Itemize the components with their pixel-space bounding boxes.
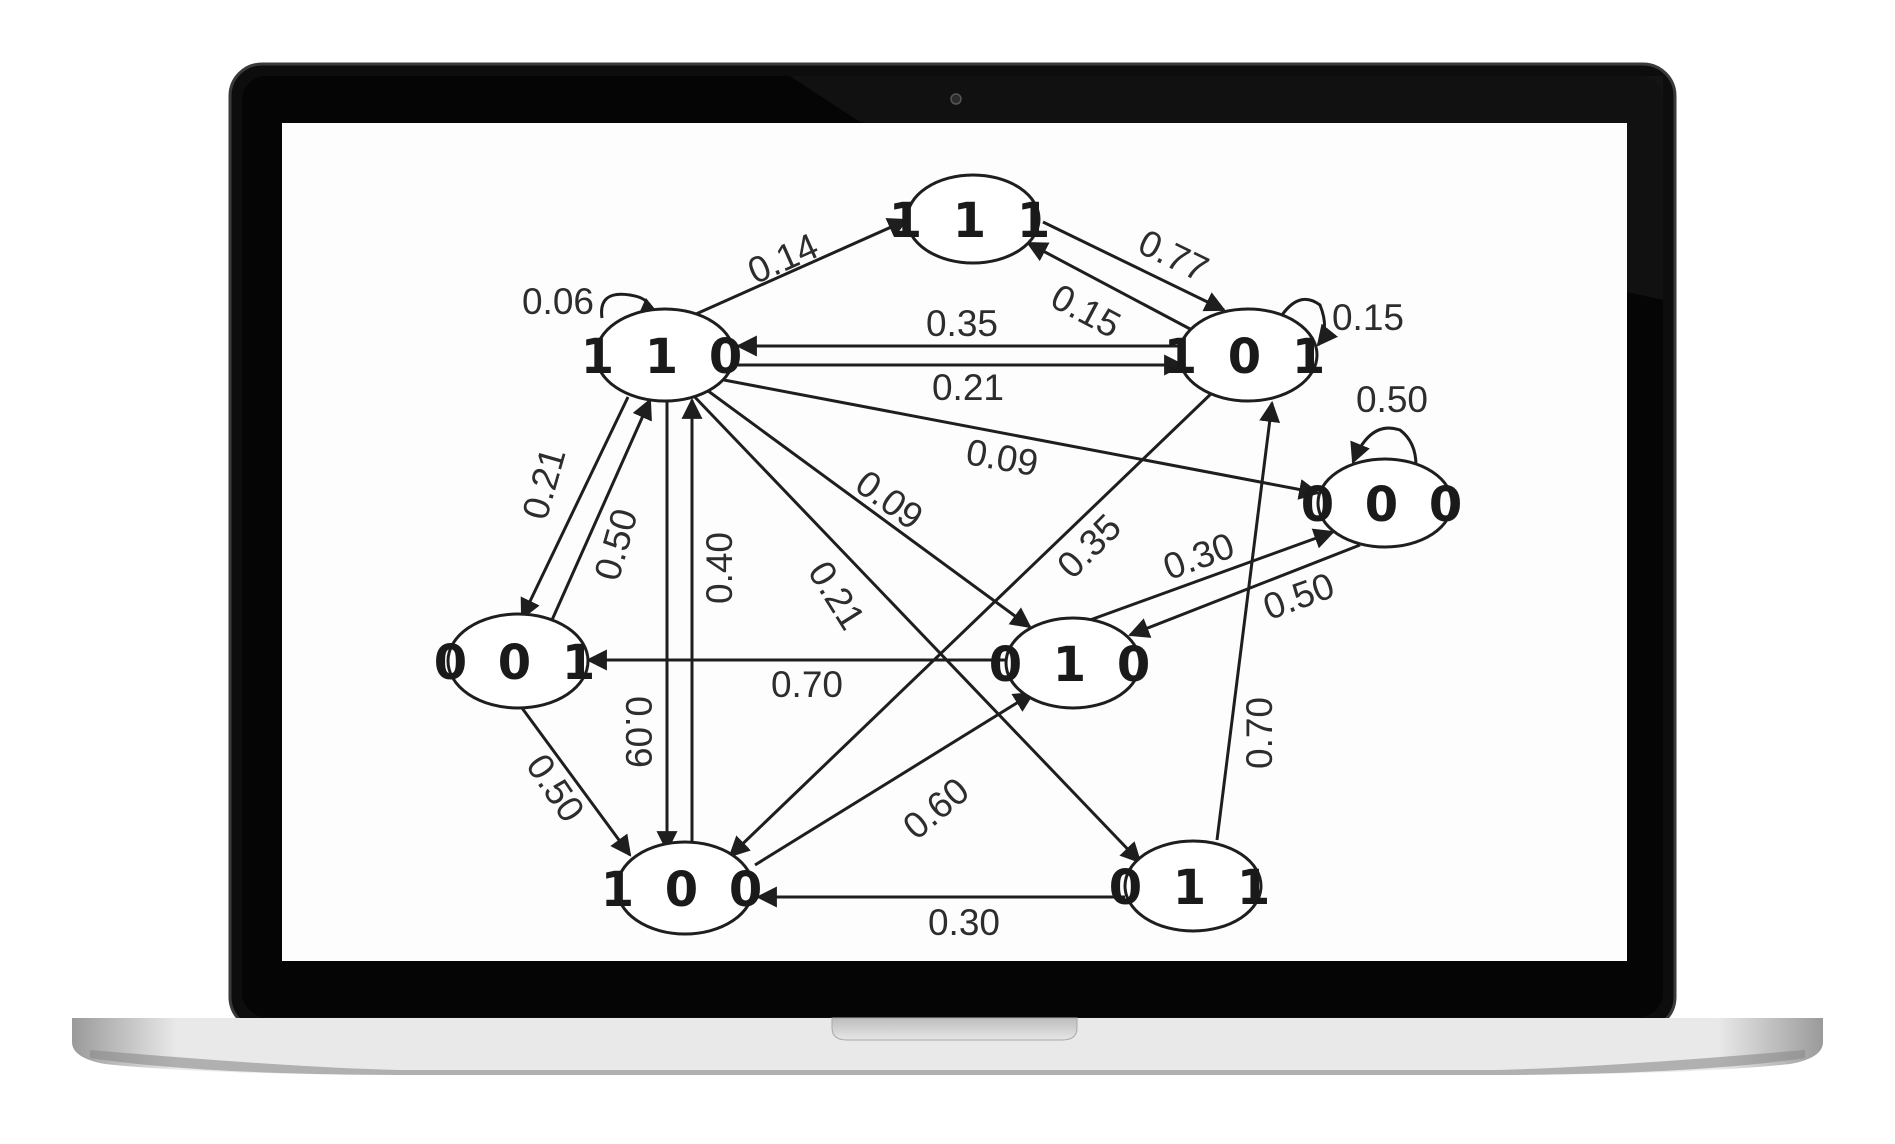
edge-101-to-111 [1026, 241, 1193, 332]
node-000: 0 0 0 [1301, 457, 1470, 549]
edge-label: 0.35 [926, 303, 998, 344]
edge-011-to-101 [1215, 400, 1281, 841]
edge-label: 0.30 [928, 902, 1000, 943]
node-100: 1 0 0 [601, 840, 770, 936]
edge-110-to-010 [699, 383, 1032, 629]
edge-label: 0.06 [522, 281, 594, 322]
edge-label: 0.70 [771, 664, 843, 705]
edge-101-to-100 [728, 388, 1217, 858]
node-110: 1 1 0 [581, 307, 750, 403]
node-label: 1 0 0 [601, 862, 770, 918]
edge-110-to-111 [695, 218, 909, 316]
edge-label: 0.21 [932, 367, 1004, 408]
node-label: 1 1 1 [889, 193, 1058, 249]
edge-000-to-010 [1128, 543, 1361, 638]
edge-label: 0.50 [1356, 379, 1428, 420]
laptop-notch [831, 1017, 1078, 1041]
edge-label: 0.70 [1239, 697, 1280, 769]
node-011: 0 1 1 [1109, 839, 1278, 933]
edge-label: 0.15 [1332, 297, 1404, 338]
laptop-base-shadow [90, 1050, 1805, 1075]
node-label: 0 0 0 [1301, 477, 1470, 533]
node-001: 0 0 1 [434, 612, 603, 710]
node-label: 1 0 1 [1164, 329, 1333, 385]
edge-101-self [1280, 297, 1339, 347]
node-label: 1 1 0 [581, 329, 750, 385]
edge-001-to-100 [520, 707, 632, 857]
edge-111-to-101 [1042, 220, 1226, 312]
node-111: 1 1 1 [889, 173, 1058, 265]
edge-label: 0.40 [699, 532, 740, 604]
state-diagram: 1 1 1 1 1 0 1 0 1 0 0 0 0 0 1 0 1 0 1 0 … [434, 173, 1470, 943]
node-label: 0 1 1 [1109, 860, 1278, 916]
edge-010-to-000 [1089, 528, 1335, 622]
edge-000-self [1350, 426, 1418, 479]
edge-label: 0.09 [618, 696, 659, 768]
edge-100-to-010 [754, 691, 1035, 867]
node-101: 1 0 1 [1164, 307, 1333, 403]
node-label: 0 0 1 [434, 635, 603, 691]
edge-001-to-110 [550, 398, 652, 621]
edge-110-self [600, 292, 660, 320]
edge-110-to-001 [520, 396, 630, 620]
edge-110-to-011 [688, 390, 1142, 864]
camera-icon [950, 93, 962, 105]
edge-110-to-000 [723, 378, 1321, 500]
node-label: 0 1 0 [989, 637, 1158, 693]
node-010: 0 1 0 [989, 616, 1158, 710]
laptop-base [72, 1018, 1823, 1075]
